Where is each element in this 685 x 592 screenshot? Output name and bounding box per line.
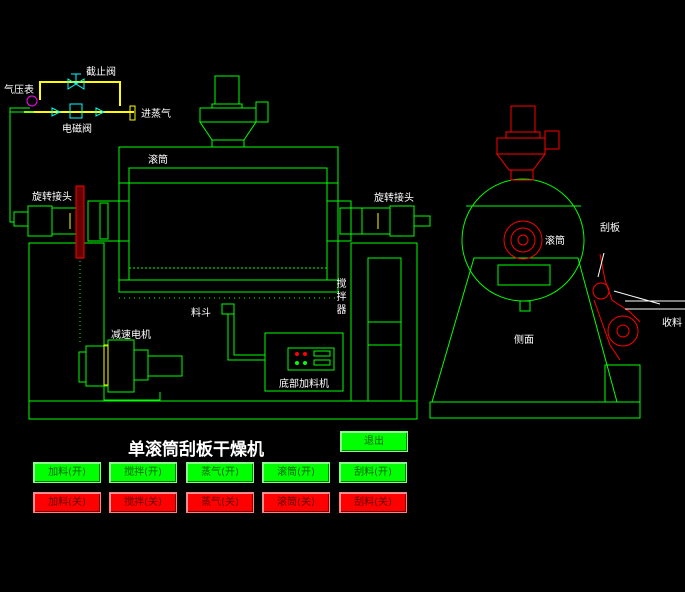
scrape-on-button[interactable]: 刮料(开) xyxy=(339,462,407,483)
receiving-label: 收料 xyxy=(662,318,682,329)
page-title: 单滚筒刮板干燥机 xyxy=(128,440,264,460)
side-base xyxy=(429,401,641,419)
side-body xyxy=(431,257,618,403)
rotary-joint-right-label: 旋转接头 xyxy=(374,193,414,204)
bottom-feeder-box xyxy=(264,332,344,392)
chain-sprocket xyxy=(75,185,85,259)
stop-valve-label: 截止阀 xyxy=(86,67,116,78)
scrape-off-button[interactable]: 刮料(关) xyxy=(339,492,407,513)
rotary-joint-left-label: 旋转接头 xyxy=(32,192,72,203)
drum-on-button[interactable]: 滚筒(开) xyxy=(262,462,330,483)
exit-button[interactable]: 退出 xyxy=(340,431,408,452)
reducer-motor-label: 减速电机 xyxy=(111,330,151,341)
trough xyxy=(118,279,339,293)
left-column xyxy=(28,242,105,402)
side-drum-label: 滚筒 xyxy=(545,236,565,247)
feed-off-button[interactable]: 加料(关) xyxy=(33,492,101,513)
stirrer-label: 搅拌器 xyxy=(336,279,347,316)
drum-label: 滚筒 xyxy=(148,155,168,166)
stir-off-button[interactable]: 搅拌(关) xyxy=(109,492,177,513)
steam-off-button[interactable]: 蒸气(关) xyxy=(186,492,254,513)
hopper-label: 料斗 xyxy=(191,308,211,319)
steam-inlet-label: 进蒸气 xyxy=(141,109,171,120)
side-view-label: 侧面 xyxy=(514,335,534,346)
side-drum-circle xyxy=(461,178,585,302)
scraper-label: 刮板 xyxy=(600,223,620,234)
base-frame xyxy=(28,400,418,420)
drum-body xyxy=(128,167,328,281)
stir-on-button[interactable]: 搅拌(开) xyxy=(109,462,177,483)
bottom-feeder-label: 底部加料机 xyxy=(279,379,329,390)
steam-on-button[interactable]: 蒸气(开) xyxy=(186,462,254,483)
pressure-gauge-label: 气压表 xyxy=(4,85,34,96)
solenoid-valve-label: 电磁阀 xyxy=(62,124,92,135)
drum-off-button[interactable]: 滚筒(关) xyxy=(262,492,330,513)
feed-on-button[interactable]: 加料(开) xyxy=(33,462,101,483)
